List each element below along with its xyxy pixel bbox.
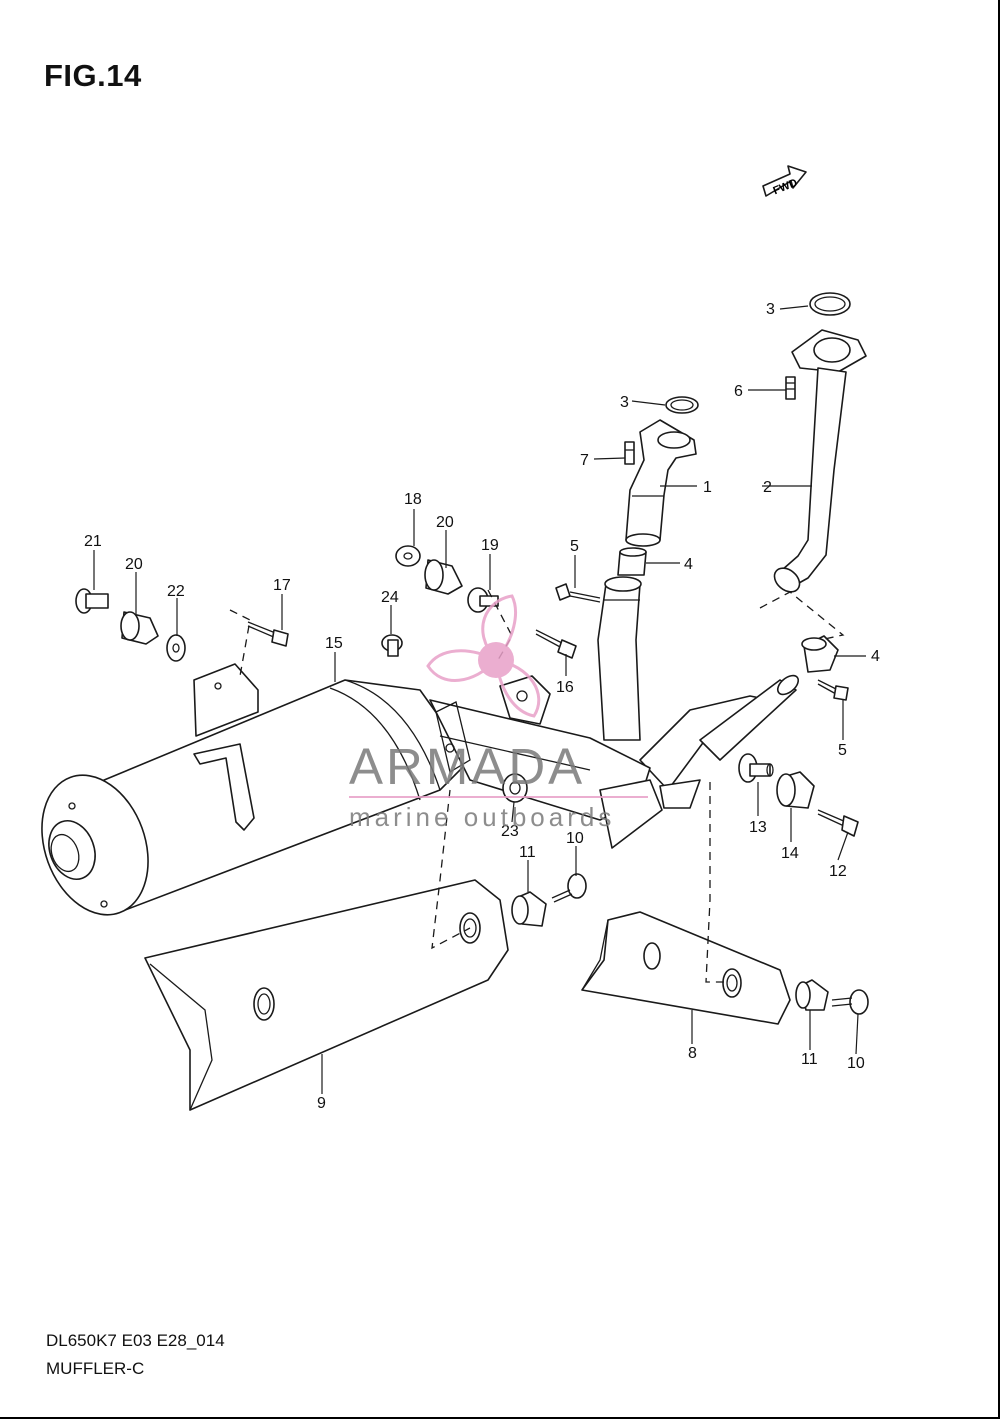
watermark-tagline: marine outboards [349,802,615,832]
callout-7: 7 [580,452,589,469]
gasket-right [809,292,851,316]
assembly-guide-line [229,609,251,677]
grommet-23 [502,773,528,803]
callout-14: 14 [781,845,799,862]
callout-18: 18 [404,491,422,508]
connecting-pipe [597,576,642,741]
gasket-sleeve-lower [801,635,839,673]
bush-13 [738,753,774,783]
callout-19: 19 [481,537,499,554]
exhaust-pipe-front [625,419,697,547]
exhaust-pipe-rear [773,329,867,593]
bolt-12 [817,809,859,837]
heat-shield-8 [581,911,791,1025]
muffler-body [41,663,471,916]
washer-22 [166,634,186,662]
propeller-logo-icon [426,594,541,718]
callout-24: 24 [381,589,399,606]
callout-13: 13 [749,819,767,836]
bolt-5-lower [817,679,849,701]
leader-lines [93,305,866,1094]
callout-3-front: 3 [620,394,629,411]
grommet-24 [381,634,403,657]
callout-8: 8 [688,1045,697,1062]
callout-3-right: 3 [766,301,775,318]
callout-17: 17 [273,577,291,594]
bolt-17 [247,621,289,647]
callout-5-upper: 5 [570,538,579,555]
callout-11-right: 11 [801,1051,818,1068]
callout-12: 12 [829,863,847,880]
washer-18 [395,545,421,567]
bolt-5-upper [555,583,601,603]
callout-5-lower: 5 [838,742,847,759]
grommet-11-left [511,891,547,927]
fwd-arrow-icon: FWD [762,165,807,197]
callout-10-left: 10 [566,830,584,847]
bolt-16 [535,629,577,659]
heat-shield-9 [144,879,509,1111]
gasket-front [665,396,699,414]
callout-6: 6 [734,383,743,400]
bolt-7 [624,441,635,465]
bolt-21 [75,588,109,614]
callout-20-center: 20 [436,514,454,531]
callout-4-lower: 4 [871,648,880,665]
grommet-20-center [424,559,463,595]
callout-2: 2 [763,479,772,496]
figure-code: DL650K7 E03 E28_014 [46,1331,225,1350]
callout-22: 22 [167,583,185,600]
callout-15: 15 [325,635,343,652]
bolt-6 [785,376,796,400]
assembly-guide-line [431,789,471,950]
gasket-sleeve-upper [617,547,647,576]
callout-9: 9 [317,1095,326,1112]
callout-11-left: 11 [519,844,536,861]
bolt-10-right [831,989,869,1015]
figure-title: FIG.14 [44,58,142,93]
assembly-guide-line [759,591,845,641]
figure-name: MUFFLER-C [46,1359,145,1378]
hanger-bracket [499,675,551,725]
grommet-11-right [795,979,829,1011]
watermark: ARMADA marine outboards [349,594,648,832]
callout-16: 16 [556,679,574,696]
grommet-14 [776,771,815,809]
callout-21: 21 [84,533,102,550]
callout-23: 23 [501,823,519,840]
callout-20-left: 20 [125,556,143,573]
callout-1: 1 [703,479,712,496]
balance-pipe [639,674,800,791]
bolt-10-left [551,873,587,903]
watermark-brand: ARMADA [349,738,585,795]
assembly-guide-line [705,782,730,983]
grommet-20-left [120,611,159,645]
bush-19 [467,587,499,613]
callout-10-right: 10 [847,1055,865,1072]
callout-4-upper: 4 [684,556,693,573]
